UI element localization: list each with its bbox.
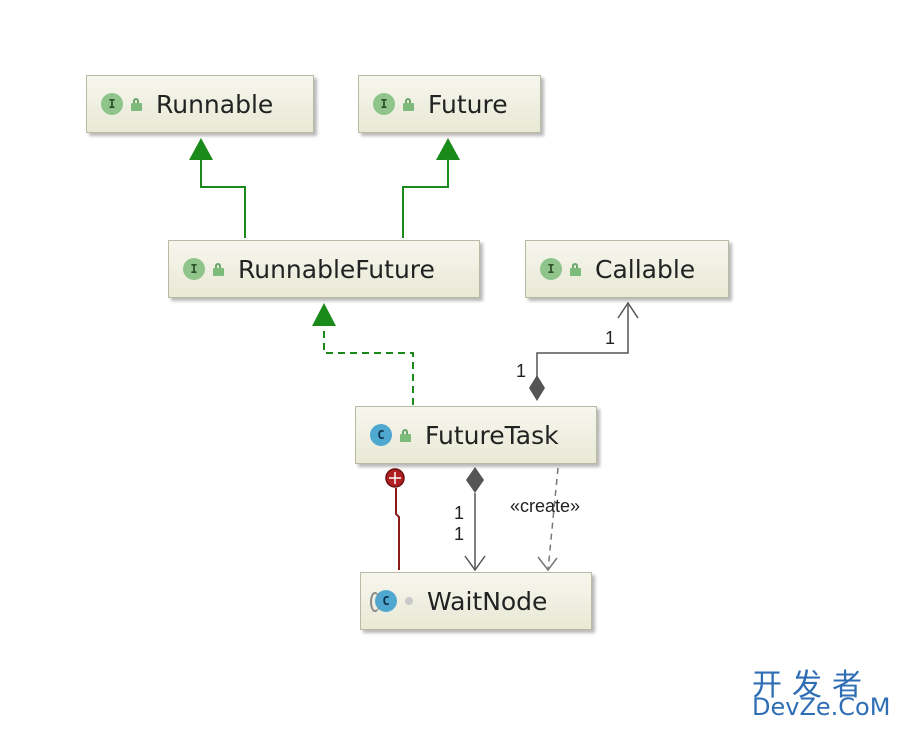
watermark-chinese: 开发者 [752, 668, 872, 703]
node-callable[interactable]: I Callable [525, 240, 729, 298]
interface-icon: I [373, 93, 395, 115]
package-private-dot-icon [405, 597, 413, 605]
node-label: RunnableFuture [238, 254, 435, 284]
node-label: FutureTask [425, 420, 559, 450]
waitnode-multiplicity-1: 1 [454, 503, 464, 523]
node-label: Future [428, 89, 508, 119]
interface-icon: I [183, 258, 205, 280]
interface-icon: I [101, 93, 123, 115]
edge-futuretask-runnablefuture [312, 303, 414, 405]
edge-futuretask-callable [529, 301, 639, 401]
waitnode-multiplicity-2: 1 [454, 524, 464, 544]
node-future[interactable]: I Future [358, 75, 541, 133]
node-label: WaitNode [427, 586, 548, 616]
interface-icon: I [540, 258, 562, 280]
callable-multiplicity-top: 1 [605, 328, 615, 348]
public-lock-icon [400, 428, 412, 442]
create-stereotype-label: «create» [510, 496, 580, 516]
class-icon: C [370, 424, 392, 446]
public-lock-icon [403, 97, 415, 111]
watermark-site: DevZe.CoM [752, 693, 891, 721]
public-lock-icon [131, 97, 143, 111]
node-waitnode[interactable]: C WaitNode [360, 572, 592, 630]
edge-runnablefuture-future [402, 138, 460, 238]
public-lock-icon [570, 262, 582, 276]
edge-runnablefuture-runnable [189, 138, 246, 238]
node-futuretask[interactable]: C FutureTask [355, 406, 597, 464]
node-label: Callable [595, 254, 696, 284]
node-runnablefuture[interactable]: I RunnableFuture [168, 240, 480, 298]
edge-innerclass-waitnode [385, 468, 405, 570]
edge-futuretask-waitnode-create [537, 467, 559, 572]
node-label: Runnable [156, 89, 274, 119]
public-lock-icon [213, 262, 225, 276]
static-class-icon: C [370, 590, 397, 612]
edge-futuretask-waitnode-composition [464, 467, 486, 572]
node-runnable[interactable]: I Runnable [86, 75, 314, 133]
callable-multiplicity-bottom: 1 [516, 361, 526, 381]
